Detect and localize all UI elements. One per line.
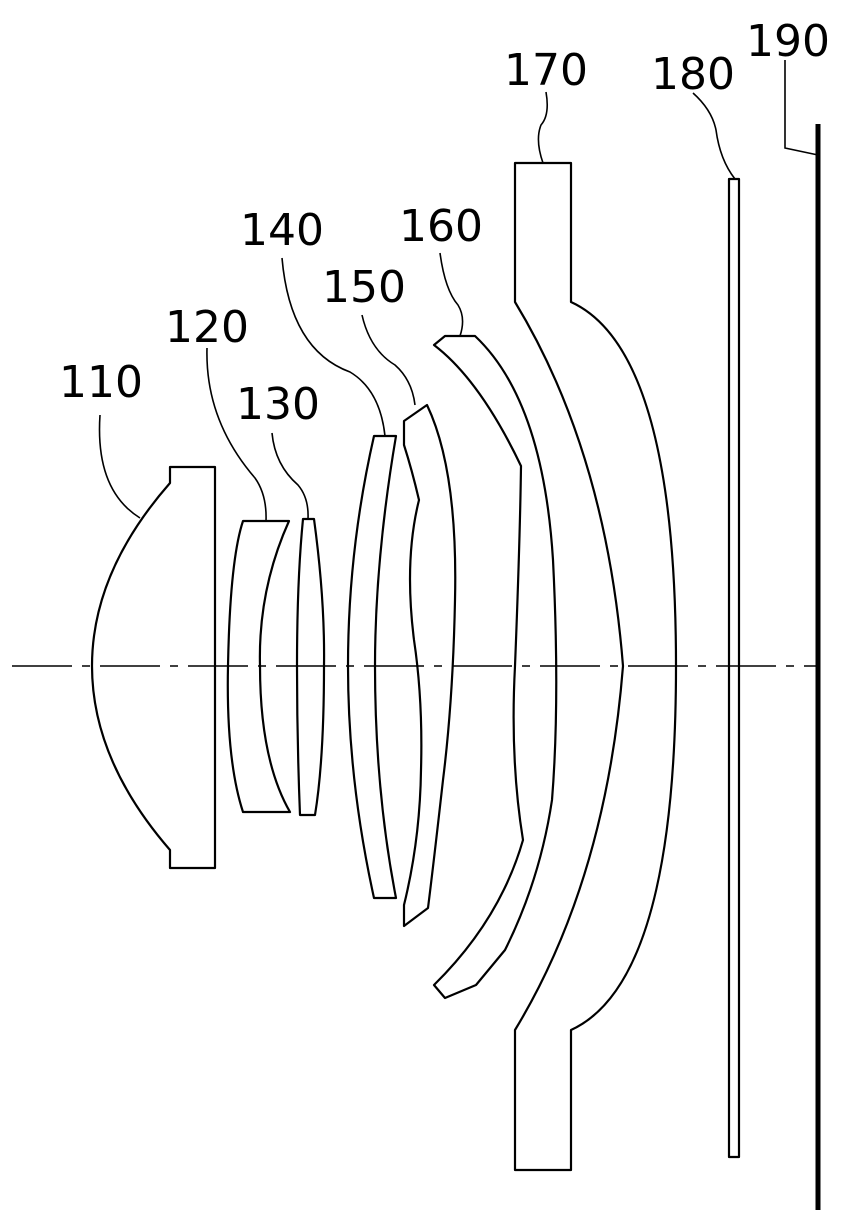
leader-170	[537, 91, 548, 164]
leader-180	[692, 92, 736, 180]
label-140: 140	[240, 205, 324, 256]
leader-110	[98, 414, 141, 519]
lens-130	[295, 517, 326, 817]
leader-160	[439, 252, 464, 337]
label-130: 130	[236, 379, 320, 430]
leader-130	[271, 432, 309, 520]
lens-110	[90, 465, 217, 870]
label-120: 120	[165, 302, 249, 353]
label-150: 150	[322, 262, 406, 313]
leader-140	[281, 257, 386, 437]
lens-120	[226, 519, 292, 814]
label-170: 170	[504, 45, 588, 96]
label-160: 160	[399, 201, 483, 252]
lens-170	[513, 161, 678, 1172]
filter-180	[727, 177, 741, 1159]
leader-150	[361, 314, 416, 406]
label-110: 110	[59, 357, 143, 408]
label-190: 190	[746, 16, 830, 67]
leader-120	[206, 347, 267, 522]
lens-160	[432, 334, 558, 1000]
lens-150	[402, 403, 457, 928]
lens-140	[346, 434, 398, 900]
leader-190	[784, 60, 819, 156]
label-180: 180	[651, 49, 735, 100]
